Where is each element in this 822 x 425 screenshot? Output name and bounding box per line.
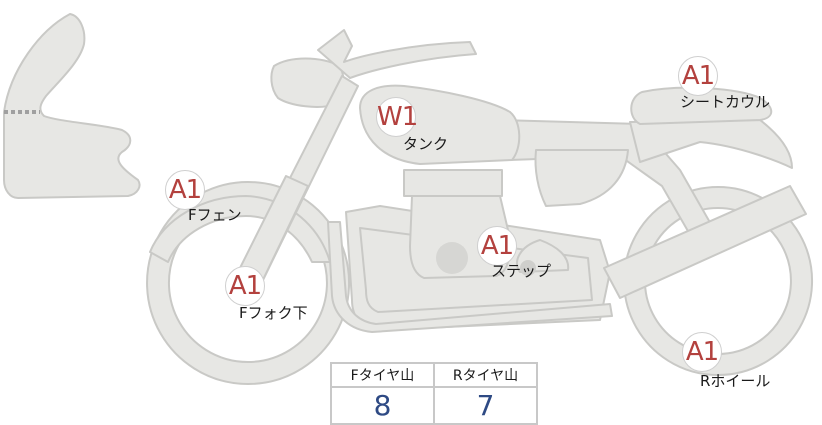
seat-cowl-grade: A1 [681,61,715,91]
front-tire-header: Fタイヤ山 [330,362,435,388]
engine-cover-circle [436,242,468,274]
step-peg-circle [520,260,536,276]
seat-cowl-grade-badge: A1 [678,56,718,96]
swing-arm-shape [603,185,807,299]
tire-tread-table: Fタイヤ山 Rタイヤ山 8 7 [330,362,538,425]
r-wheel-grade: A1 [685,337,719,367]
engine-shape [403,169,503,197]
f-fender-grade-badge: A1 [165,170,205,210]
rear-tire-value: 7 [433,386,538,425]
f-fender-grade: A1 [168,175,202,205]
step-label: ステップ [491,262,552,280]
step-grade: A1 [480,231,514,261]
f-fork-grade: A1 [228,271,262,301]
seat-cowl-label: シートカウル [680,93,771,111]
handlebar-shape [317,29,477,79]
r-wheel-label: Rホイール [700,372,771,390]
tank-label: タンク [403,135,449,153]
r-wheel-grade-badge: A1 [682,332,722,372]
exhaust-shape [327,221,613,333]
rear-fender-shape [629,119,793,169]
side-cover-shape [534,149,629,207]
tank-grade: W1 [377,102,418,132]
f-fork-label: Fフォク下 [239,304,308,322]
rear-tire-header: Rタイヤ山 [433,362,538,388]
front-tire-value: 8 [330,386,435,425]
f-fork-grade-badge: A1 [225,266,265,306]
front-cowl-shape [3,13,141,199]
tank-grade-badge: W1 [376,97,418,137]
step-grade-badge: A1 [477,226,517,266]
f-fender-label: Fフェン [188,206,242,224]
